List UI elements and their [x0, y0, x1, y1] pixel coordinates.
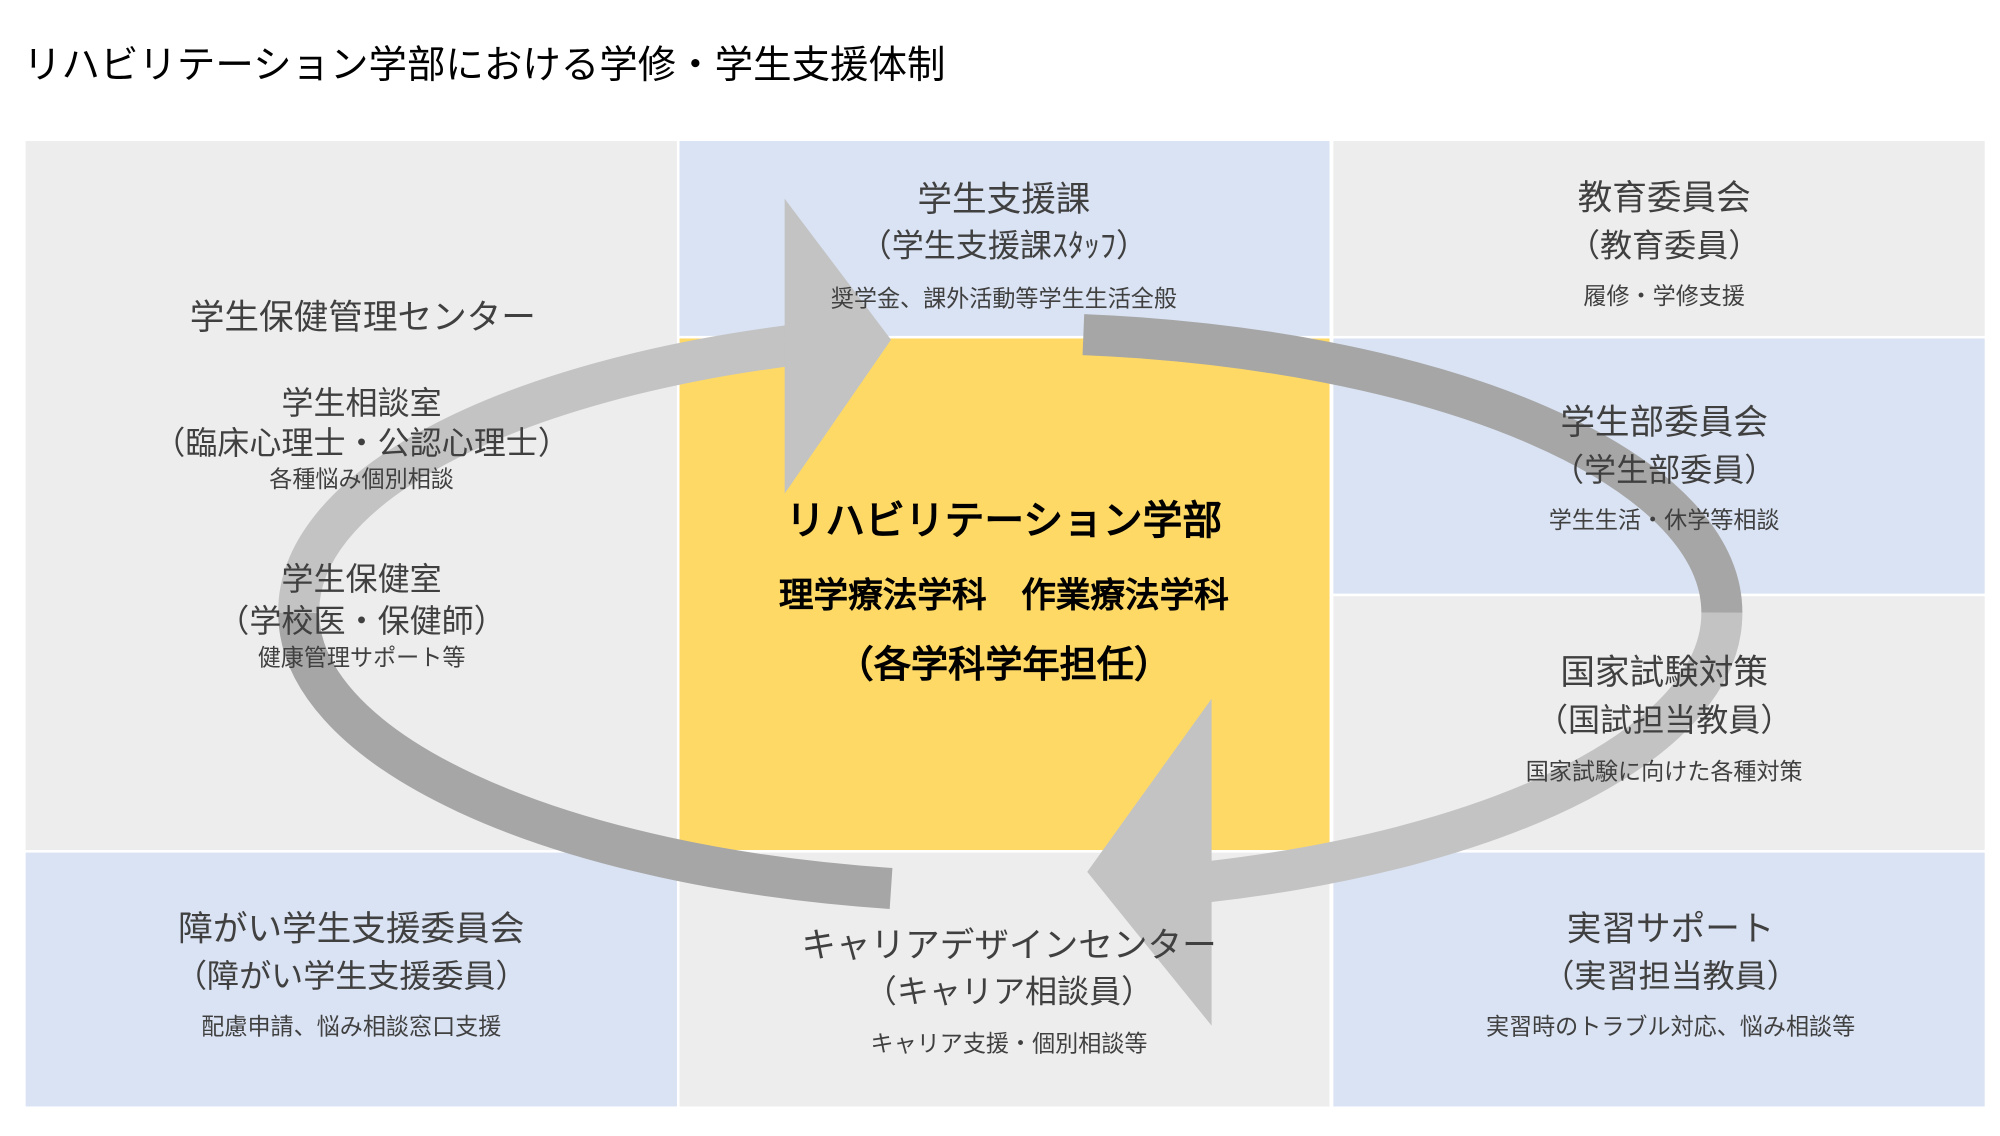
- counseling-desc: 各種悩み個別相談: [269, 466, 454, 494]
- national-exam-staff: （国試担当教員）: [1535, 701, 1793, 739]
- arrow-band-bottom-dark: [278, 612, 893, 909]
- education-committee-name: 教育委員会: [1577, 178, 1751, 219]
- career-desc: キャリア支援・個別相談等: [870, 1030, 1148, 1058]
- page-title: リハビリテーション学部における学修・学生支援体制: [23, 43, 946, 89]
- disability-desc: 配慮申請、悩み相談窓口支援: [201, 1014, 502, 1042]
- national-exam-name: 国家試験対策: [1560, 653, 1769, 693]
- student-committee-staff: （学生部委員）: [1551, 451, 1777, 489]
- education-committee-staff: （教育委員）: [1567, 226, 1761, 265]
- center-departments: 理学療法学科 作業療法学科: [778, 576, 1229, 617]
- counseling-name: 学生相談室: [281, 384, 442, 422]
- health-room-staff: （学校医・保健師）: [217, 602, 506, 640]
- box-disability: [25, 852, 677, 1107]
- arrow-band-right-light: [1202, 612, 1743, 903]
- practicum-staff: （実習担当教員）: [1542, 957, 1799, 995]
- center-faculty-name: リハビリテーション学部: [785, 498, 1223, 545]
- practicum-name: 実習サポート: [1566, 909, 1775, 950]
- student-support-name: 学生支援課: [917, 180, 1091, 220]
- national-exam-desc: 国家試験に向けた各種対策: [1525, 759, 1803, 786]
- arrowhead-top-icon: [784, 198, 892, 494]
- career-staff: （キャリア相談員）: [864, 973, 1154, 1011]
- counseling-staff: （臨床心理士・公認心理士）: [153, 424, 570, 462]
- student-support-desc: 奨学金、課外活動等学生生活全般: [830, 285, 1177, 313]
- education-committee-desc: 履修・学修支援: [1583, 283, 1745, 311]
- disability-name: 障がい学生支援委員会: [178, 909, 525, 950]
- box-practicum: [1333, 852, 1985, 1107]
- box-education-committee: [1333, 141, 1985, 336]
- health-center-title: 学生保健管理センター: [189, 298, 536, 338]
- career-name: キャリアデザインセンター: [801, 926, 1217, 967]
- student-support-staff: （学生支援課ｽﾀｯﾌ）: [859, 226, 1149, 265]
- arrow-band-left-light: [278, 324, 798, 614]
- arrow-band-right-dark: [1082, 314, 1743, 614]
- arrowhead-bottom-icon: [1087, 698, 1212, 1026]
- center-role: （各学科学年担任）: [836, 642, 1172, 686]
- practicum-desc: 実習時のトラブル対応、悩み相談等: [1485, 1014, 1856, 1042]
- student-committee-desc: 学生生活・休学等相談: [1548, 507, 1780, 535]
- student-committee-name: 学生部委員会: [1560, 403, 1769, 443]
- disability-staff: （障がい学生支援委員）: [174, 957, 528, 995]
- health-room-name: 学生保健室: [281, 560, 442, 598]
- health-room-desc: 健康管理サポート等: [257, 644, 466, 672]
